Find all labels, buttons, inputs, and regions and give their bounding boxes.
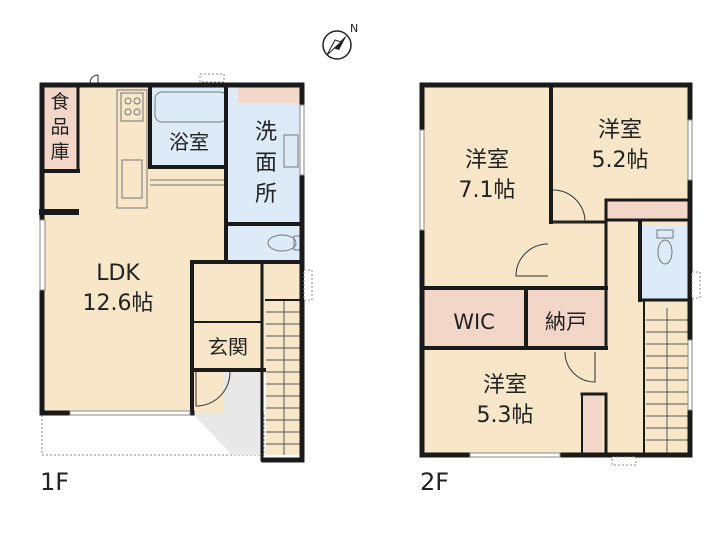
washbasin-icon — [283, 134, 299, 168]
room-entrance — [192, 322, 262, 370]
room-wic-label: WIC — [453, 310, 495, 334]
svg-text:洗: 洗 — [255, 120, 277, 145]
walls-2f — [419, 82, 693, 458]
room-western-a-label: 洋室 7.1帖 — [459, 148, 516, 203]
room-bath — [150, 87, 228, 167]
svg-text:洋室: 洋室 — [465, 148, 509, 173]
svg-text:庫: 庫 — [50, 141, 69, 163]
room-pantry-label: 食 品 庫 — [50, 91, 69, 163]
room-washroom-label: 洗 面 所 — [255, 120, 277, 207]
svg-text:食: 食 — [50, 91, 69, 113]
svg-text:5.3帖: 5.3帖 — [477, 403, 534, 428]
room-entrance-label: 玄関 — [208, 335, 248, 359]
room-ldk-label: LDK 12.6帖 — [83, 261, 154, 316]
compass-icon: N — [322, 22, 358, 60]
svg-text:LDK: LDK — [96, 261, 140, 286]
floor-1-label: 1F — [40, 468, 69, 496]
svg-text:面: 面 — [255, 151, 277, 176]
doors-1f — [89, 74, 231, 407]
svg-text:洋室: 洋室 — [483, 373, 527, 398]
room-bath-label: 浴室 — [169, 130, 209, 154]
windows-2f — [419, 119, 701, 466]
closet-b — [606, 200, 690, 220]
room-wic — [424, 290, 526, 346]
room-pantry — [42, 85, 78, 171]
toilet-2f-icon — [656, 229, 674, 265]
room-toilet-2f — [642, 226, 688, 300]
room-western-c-label: 洋室 5.3帖 — [477, 373, 534, 428]
floor-2-label: 2F — [420, 468, 449, 496]
closet-c — [582, 396, 602, 454]
room-storage — [528, 290, 604, 346]
room-washroom — [228, 87, 302, 223]
windows-1f — [39, 73, 313, 416]
compass-north-label: N — [350, 22, 358, 35]
washroom-shelf — [238, 87, 300, 103]
stairs-1f — [266, 300, 302, 455]
floor-1: 食 品 庫 浴室 洗 面 所 LDK 12.6帖 玄関 1F — [39, 73, 313, 496]
svg-text:5.2帖: 5.2帖 — [592, 148, 649, 173]
room-storage-label: 納戸 — [545, 310, 587, 334]
doors-2f — [515, 189, 596, 383]
room-western-b-label: 洋室 5.2帖 — [592, 118, 649, 173]
room-toilet — [226, 224, 302, 262]
svg-text:12.6帖: 12.6帖 — [83, 291, 154, 316]
svg-text:7.1帖: 7.1帖 — [459, 178, 516, 203]
svg-text:洋室: 洋室 — [598, 118, 642, 143]
svg-text:所: 所 — [255, 182, 277, 207]
stairs-2f — [646, 308, 688, 454]
svg-text:品: 品 — [50, 116, 69, 138]
kitchen-counter — [116, 89, 224, 209]
floor-2: 洋室 7.1帖 洋室 5.2帖 WIC 納戸 洋室 5.3帖 2F — [419, 82, 701, 496]
